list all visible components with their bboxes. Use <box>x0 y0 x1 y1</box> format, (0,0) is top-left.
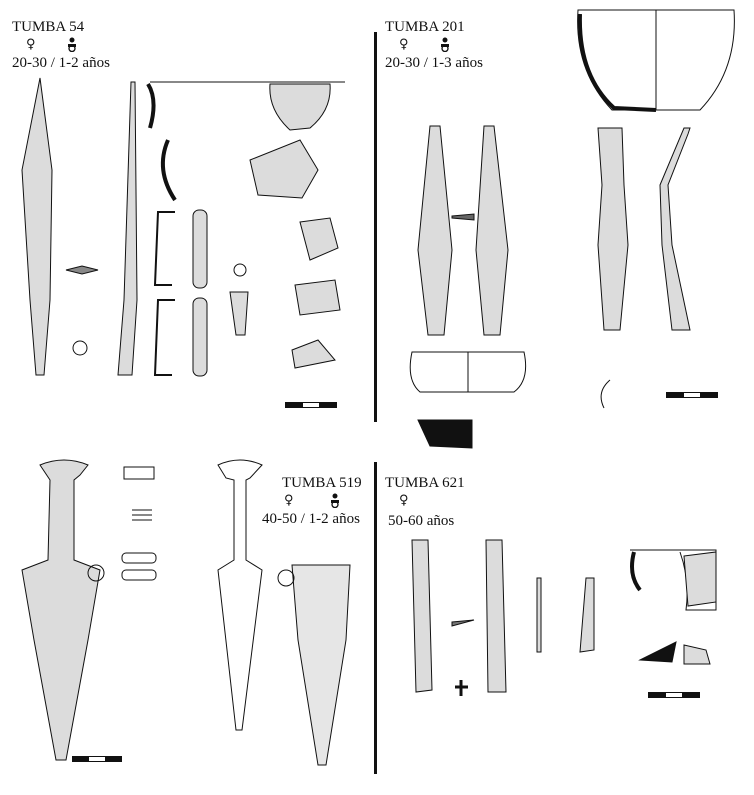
female-symbol: ♀ <box>399 493 409 508</box>
tongs-621-left <box>411 539 433 693</box>
tongs-left <box>417 125 453 336</box>
small-ring <box>233 263 247 277</box>
ferrule-ring <box>72 340 88 356</box>
fragment-arc <box>600 379 611 409</box>
ferrule <box>229 291 249 336</box>
rod <box>536 577 542 653</box>
dagger-ring <box>87 564 105 582</box>
female-symbol: ♀ <box>284 493 294 508</box>
tomb-201-title: TUMBA 201 <box>385 19 465 35</box>
sheath <box>291 564 351 766</box>
tool-right-hook <box>659 127 691 331</box>
dagger-sheathed <box>21 459 101 761</box>
tool-left <box>597 127 629 331</box>
tomb-621-ages: 50-60 años <box>388 513 455 529</box>
spear-butt <box>117 81 138 376</box>
sherd-4 <box>291 339 336 369</box>
knife-blade <box>579 577 595 653</box>
scale-bar <box>285 402 337 408</box>
bar-2 <box>192 297 208 377</box>
female-symbol: ♀ <box>399 37 409 52</box>
handle-2 <box>153 299 175 376</box>
tomb-54-title: TUMBA 54 <box>12 19 85 35</box>
sherd-2 <box>299 217 339 261</box>
tomb-621-title: TUMBA 621 <box>385 475 465 491</box>
section-bar <box>451 213 475 221</box>
sherd-621 <box>683 644 711 665</box>
tomb-519-ages: 40-50 / 1-2 años <box>262 511 360 527</box>
pot-621-sherd <box>683 551 717 607</box>
female-symbol: ♀ <box>26 37 36 52</box>
fitting-2 <box>121 552 157 564</box>
vessel-profile-dark <box>146 82 156 129</box>
scale-bar <box>648 692 700 698</box>
fitting-1 <box>123 466 155 480</box>
child-symbol <box>66 37 78 56</box>
tongs-right <box>475 125 509 336</box>
pot-sherd <box>269 83 331 131</box>
tomb-519-title: TUMBA 519 <box>282 475 362 491</box>
fitting-lines <box>132 509 152 521</box>
pot-large-profile <box>577 13 657 112</box>
sherd-3 <box>294 279 341 316</box>
child-symbol <box>439 37 451 56</box>
bar-1 <box>192 209 208 289</box>
decorated-sherd <box>249 139 319 199</box>
dagger <box>217 459 263 731</box>
cross-section <box>455 680 468 696</box>
tongs-621-right <box>485 539 507 693</box>
vertical-divider-top <box>374 32 377 422</box>
scale-bar <box>666 392 718 398</box>
tomb-54-ages: 20-30 / 1-2 años <box>12 55 110 71</box>
spear-section <box>65 265 99 275</box>
handle-1 <box>153 211 175 286</box>
pot-base <box>417 419 473 449</box>
spearhead <box>21 77 53 376</box>
section-621 <box>451 619 475 627</box>
pot-621-profile <box>630 551 642 592</box>
child-symbol <box>329 493 341 512</box>
scale-bar <box>72 756 122 762</box>
fitting-3 <box>121 569 157 581</box>
profile-arc <box>160 139 177 202</box>
pot-621-base <box>638 641 677 663</box>
tomb-201-ages: 20-30 / 1-3 años <box>385 55 483 71</box>
vertical-divider-bottom <box>374 462 377 774</box>
